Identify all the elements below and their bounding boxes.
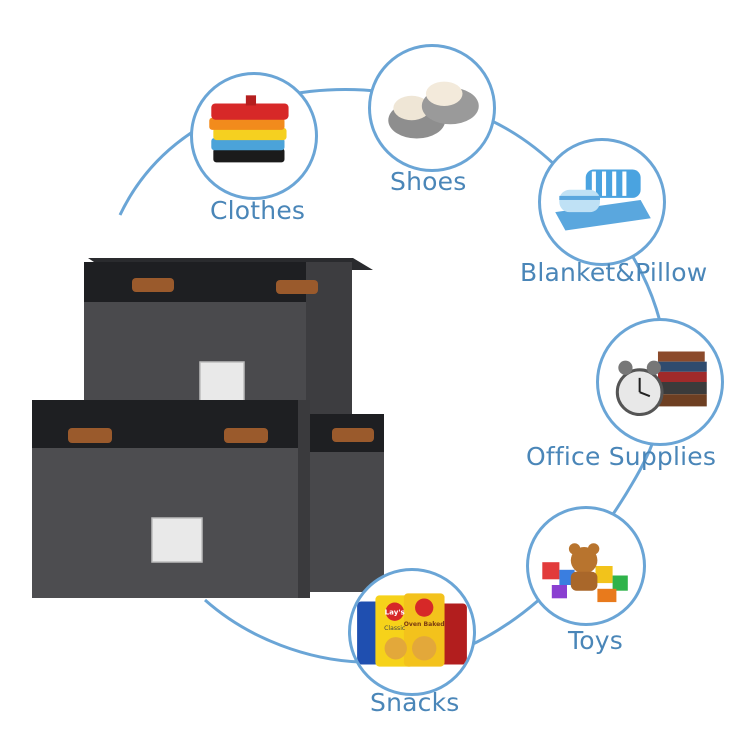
toy-blocks-icon	[542, 543, 628, 603]
category-label-clothes: Clothes	[210, 196, 306, 225]
shoes-circle	[368, 44, 496, 172]
office-circle	[596, 318, 724, 446]
category-label-office-supplies: Office Supplies	[526, 442, 717, 471]
snack-bags-icon: Lay's Oven Baked Classic	[357, 593, 467, 667]
brand-text-classic: Classic	[384, 625, 405, 632]
blanket-circle	[538, 138, 666, 266]
leather-handle-icon	[132, 278, 174, 292]
slippers-icon	[388, 81, 479, 139]
storage-box-front	[32, 400, 310, 598]
toys-circle	[526, 506, 646, 626]
category-label-blanket-pillow: Blanket&Pillow	[520, 258, 708, 287]
storage-box-right	[310, 414, 384, 592]
label-window	[151, 517, 203, 563]
storage-boxes	[32, 258, 384, 598]
clock-books-icon	[615, 351, 707, 417]
clothes-circle	[190, 72, 318, 200]
category-label-snacks: Snacks	[370, 688, 460, 717]
leather-handle-icon	[224, 428, 268, 443]
folded-clothes-icon	[209, 95, 289, 163]
leather-handle-icon	[332, 428, 374, 442]
storage-box-top	[84, 258, 373, 420]
brand-text-oven-baked: Oven Baked	[404, 621, 445, 628]
label-window	[199, 361, 245, 407]
category-label-toys: Toys	[568, 626, 623, 655]
blanket-pillow-icon	[555, 169, 651, 231]
leather-handle-icon	[276, 280, 318, 294]
brand-text-lays: Lay's	[385, 608, 405, 617]
category-label-shoes: Shoes	[390, 167, 467, 196]
leather-handle-icon	[68, 428, 112, 443]
snacks-circle: Lay's Oven Baked Classic	[348, 568, 476, 696]
